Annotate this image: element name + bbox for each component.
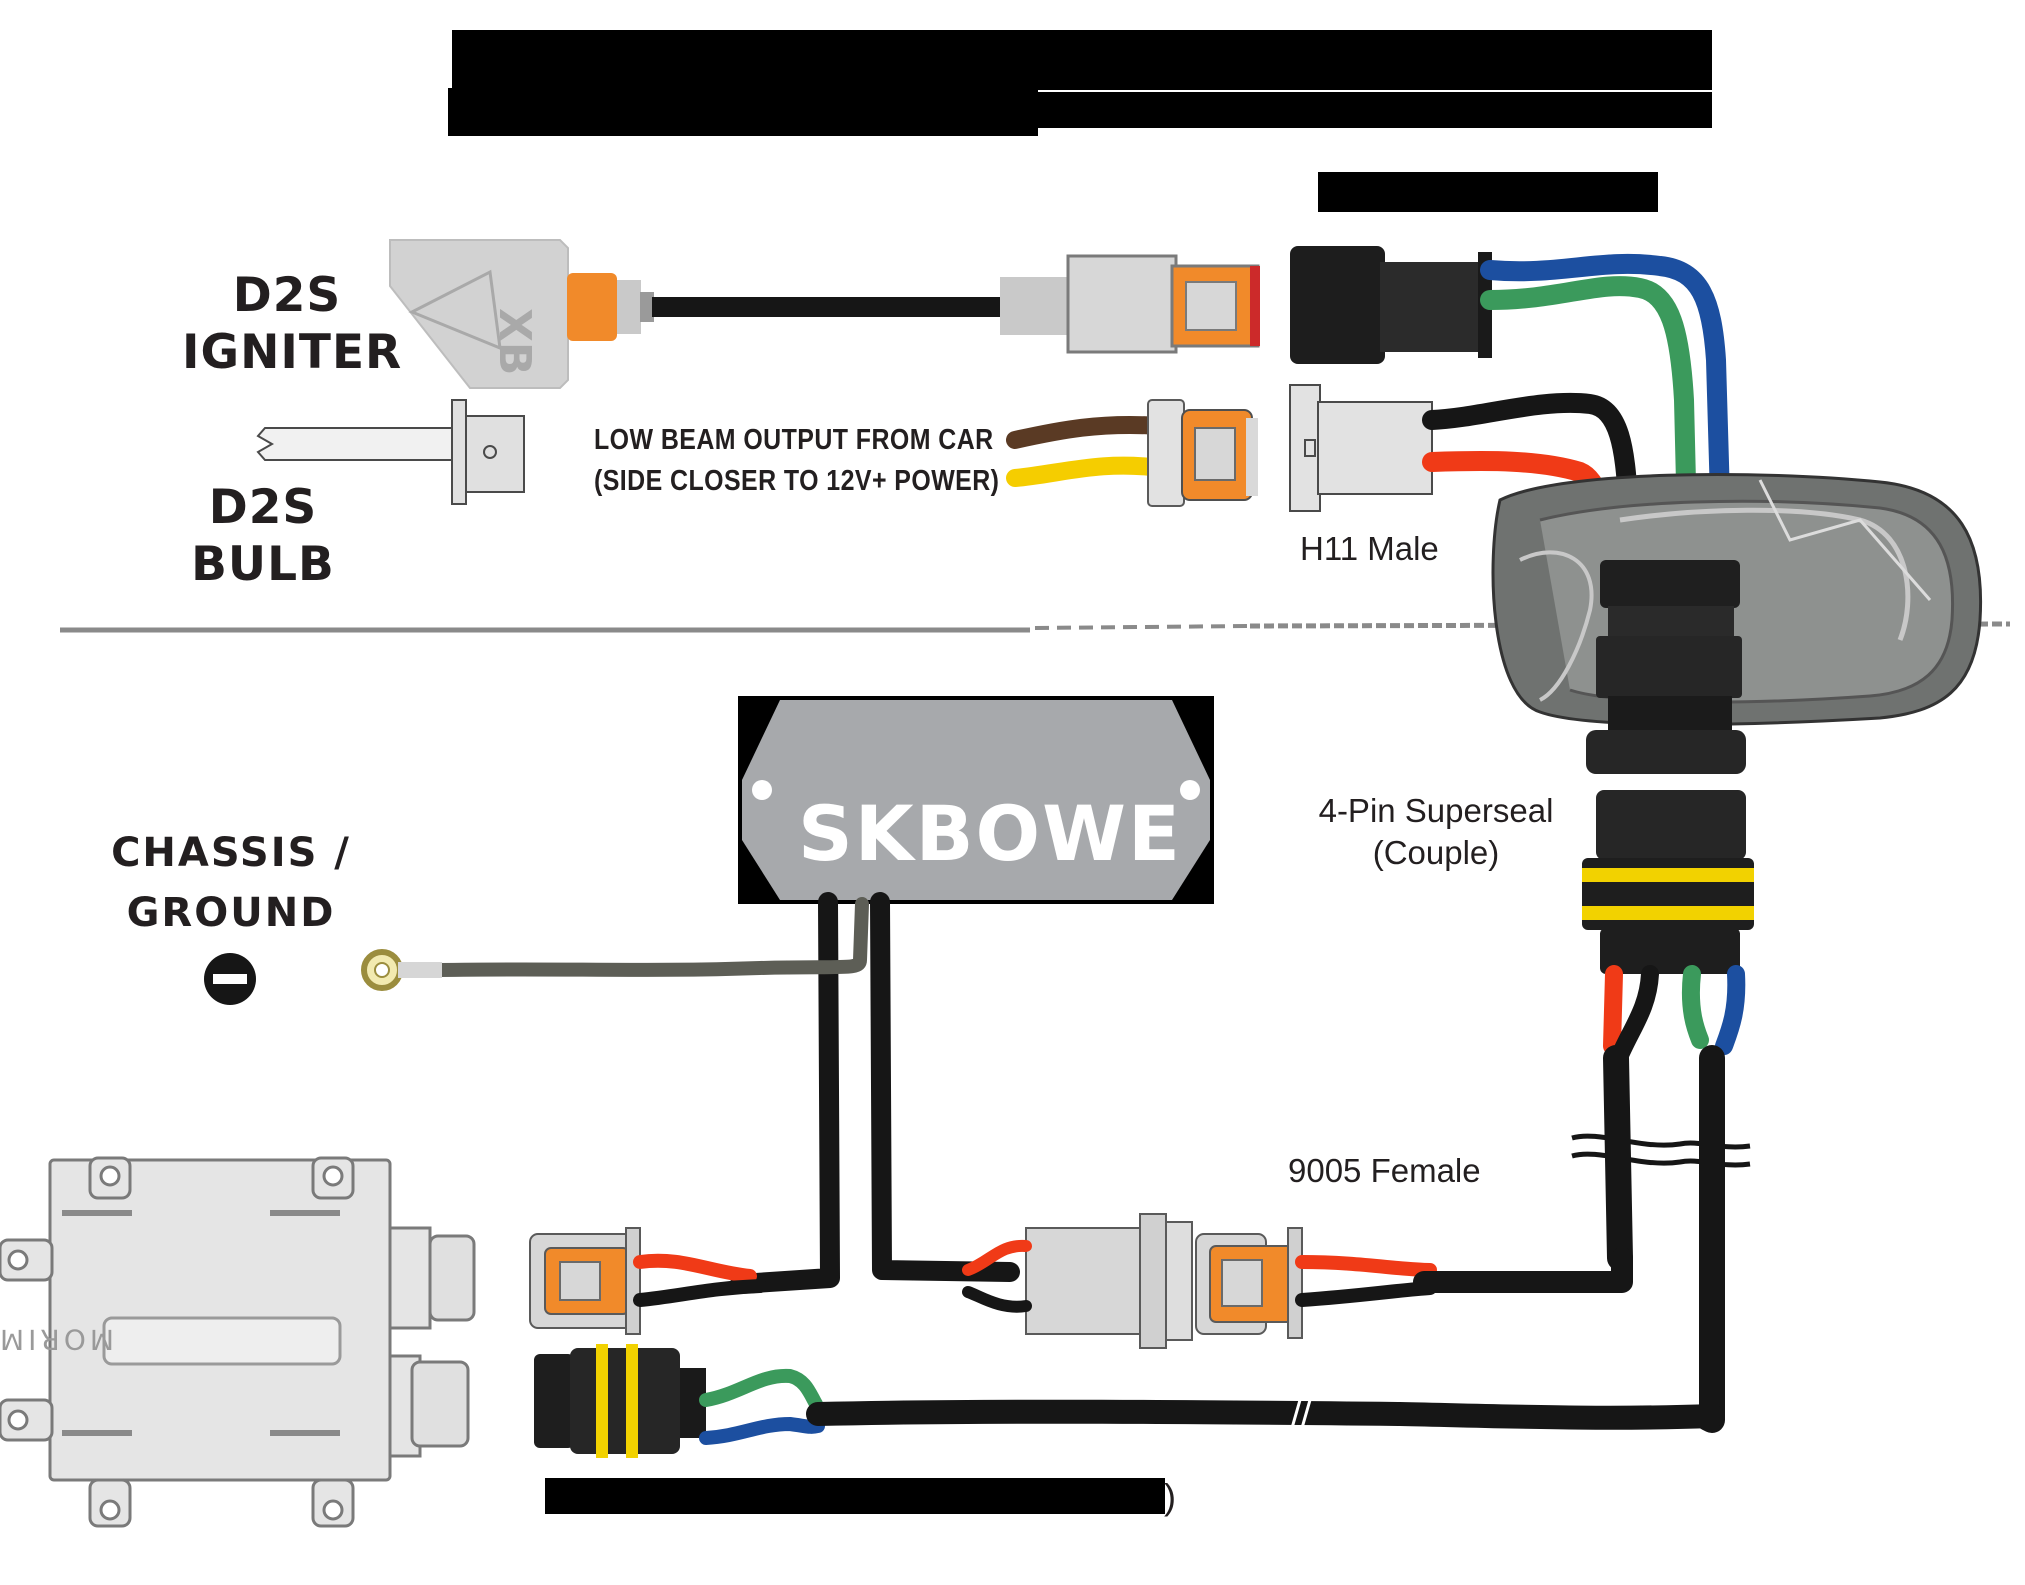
redacted-title xyxy=(448,30,1712,136)
redacted-wire-label-top xyxy=(1318,172,1658,212)
bottom-superseal-connector xyxy=(534,1344,706,1458)
low-beam-car-wires xyxy=(1006,415,1169,487)
morimoto-logo: MORIMOTO xyxy=(0,1323,114,1356)
superseal-plug-top xyxy=(1290,246,1492,364)
skbowe-controller: SKBOWE xyxy=(738,696,1214,904)
bottom-wire-break xyxy=(1290,1399,1312,1429)
morimoto-ballast: MORIMOTO xyxy=(0,1156,476,1528)
redacted-wire-label-bottom xyxy=(545,1478,1165,1514)
nine005-wires xyxy=(1295,1247,1633,1307)
mid-male-connector xyxy=(1025,1213,1193,1349)
d2s-bulb-label-line2: BULB xyxy=(191,537,335,592)
superseal-couple-label: 4-Pin Superseal (Couple) xyxy=(1296,792,1576,872)
wire-break-marks xyxy=(1571,1133,1751,1168)
d2s-igniter: XB xyxy=(389,239,654,389)
closing-parenthesis: ) xyxy=(1164,1476,1176,1517)
chassis-ground-label: CHASSIS / GROUND xyxy=(108,830,354,936)
d2s-igniter-label-line2: IGNITER xyxy=(182,325,403,380)
minus-icon xyxy=(204,953,256,1005)
ballast-power-connector xyxy=(529,1227,641,1335)
d2s-bulb-label: D2S BULB xyxy=(178,480,348,592)
superseal-label-line1: 4-Pin Superseal xyxy=(1318,792,1554,829)
d2s-bulb xyxy=(256,399,525,505)
nine005-female-connector xyxy=(1195,1227,1303,1339)
nine005-female-label: 9005 Female xyxy=(1288,1152,1481,1189)
skbowe-logo: SKBOWE xyxy=(798,789,1182,878)
low-beam-label-line1: LOW BEAM OUTPUT FROM CAR xyxy=(594,424,994,456)
superseal-couple-connector xyxy=(1582,560,1754,974)
ballast-power-wires xyxy=(633,1253,767,1307)
low-beam-label-line2: (SIDE CLOSER TO 12V+ POWER) xyxy=(594,465,1000,497)
controller-output-wires xyxy=(433,892,1020,1294)
chassis-label-line2: GROUND xyxy=(126,890,336,936)
superseal-label-line2: (Couple) xyxy=(1372,834,1500,871)
igniter-xb-mark: XB xyxy=(489,308,540,375)
d2s-igniter-label-line1: D2S xyxy=(232,268,342,323)
d2s-igniter-label: D2S IGNITER xyxy=(182,268,403,380)
mid-connector-wires xyxy=(962,1239,1032,1313)
h11-male-label: H11 Male xyxy=(1300,530,1439,567)
ring-terminal-icon xyxy=(361,949,442,991)
igniter-hid-connector xyxy=(1000,254,1260,354)
superseal-output-wires xyxy=(1603,965,1746,1433)
bottom-superseal-wires xyxy=(699,1368,1724,1445)
low-beam-label: LOW BEAM OUTPUT FROM CAR (SIDE CLOSER TO… xyxy=(594,424,999,498)
chassis-label-line1: CHASSIS / xyxy=(111,830,351,876)
low-beam-car-connector xyxy=(1147,399,1258,507)
d2s-bulb-label-line1: D2S xyxy=(208,480,318,535)
h11-male-connector xyxy=(1289,384,1433,512)
